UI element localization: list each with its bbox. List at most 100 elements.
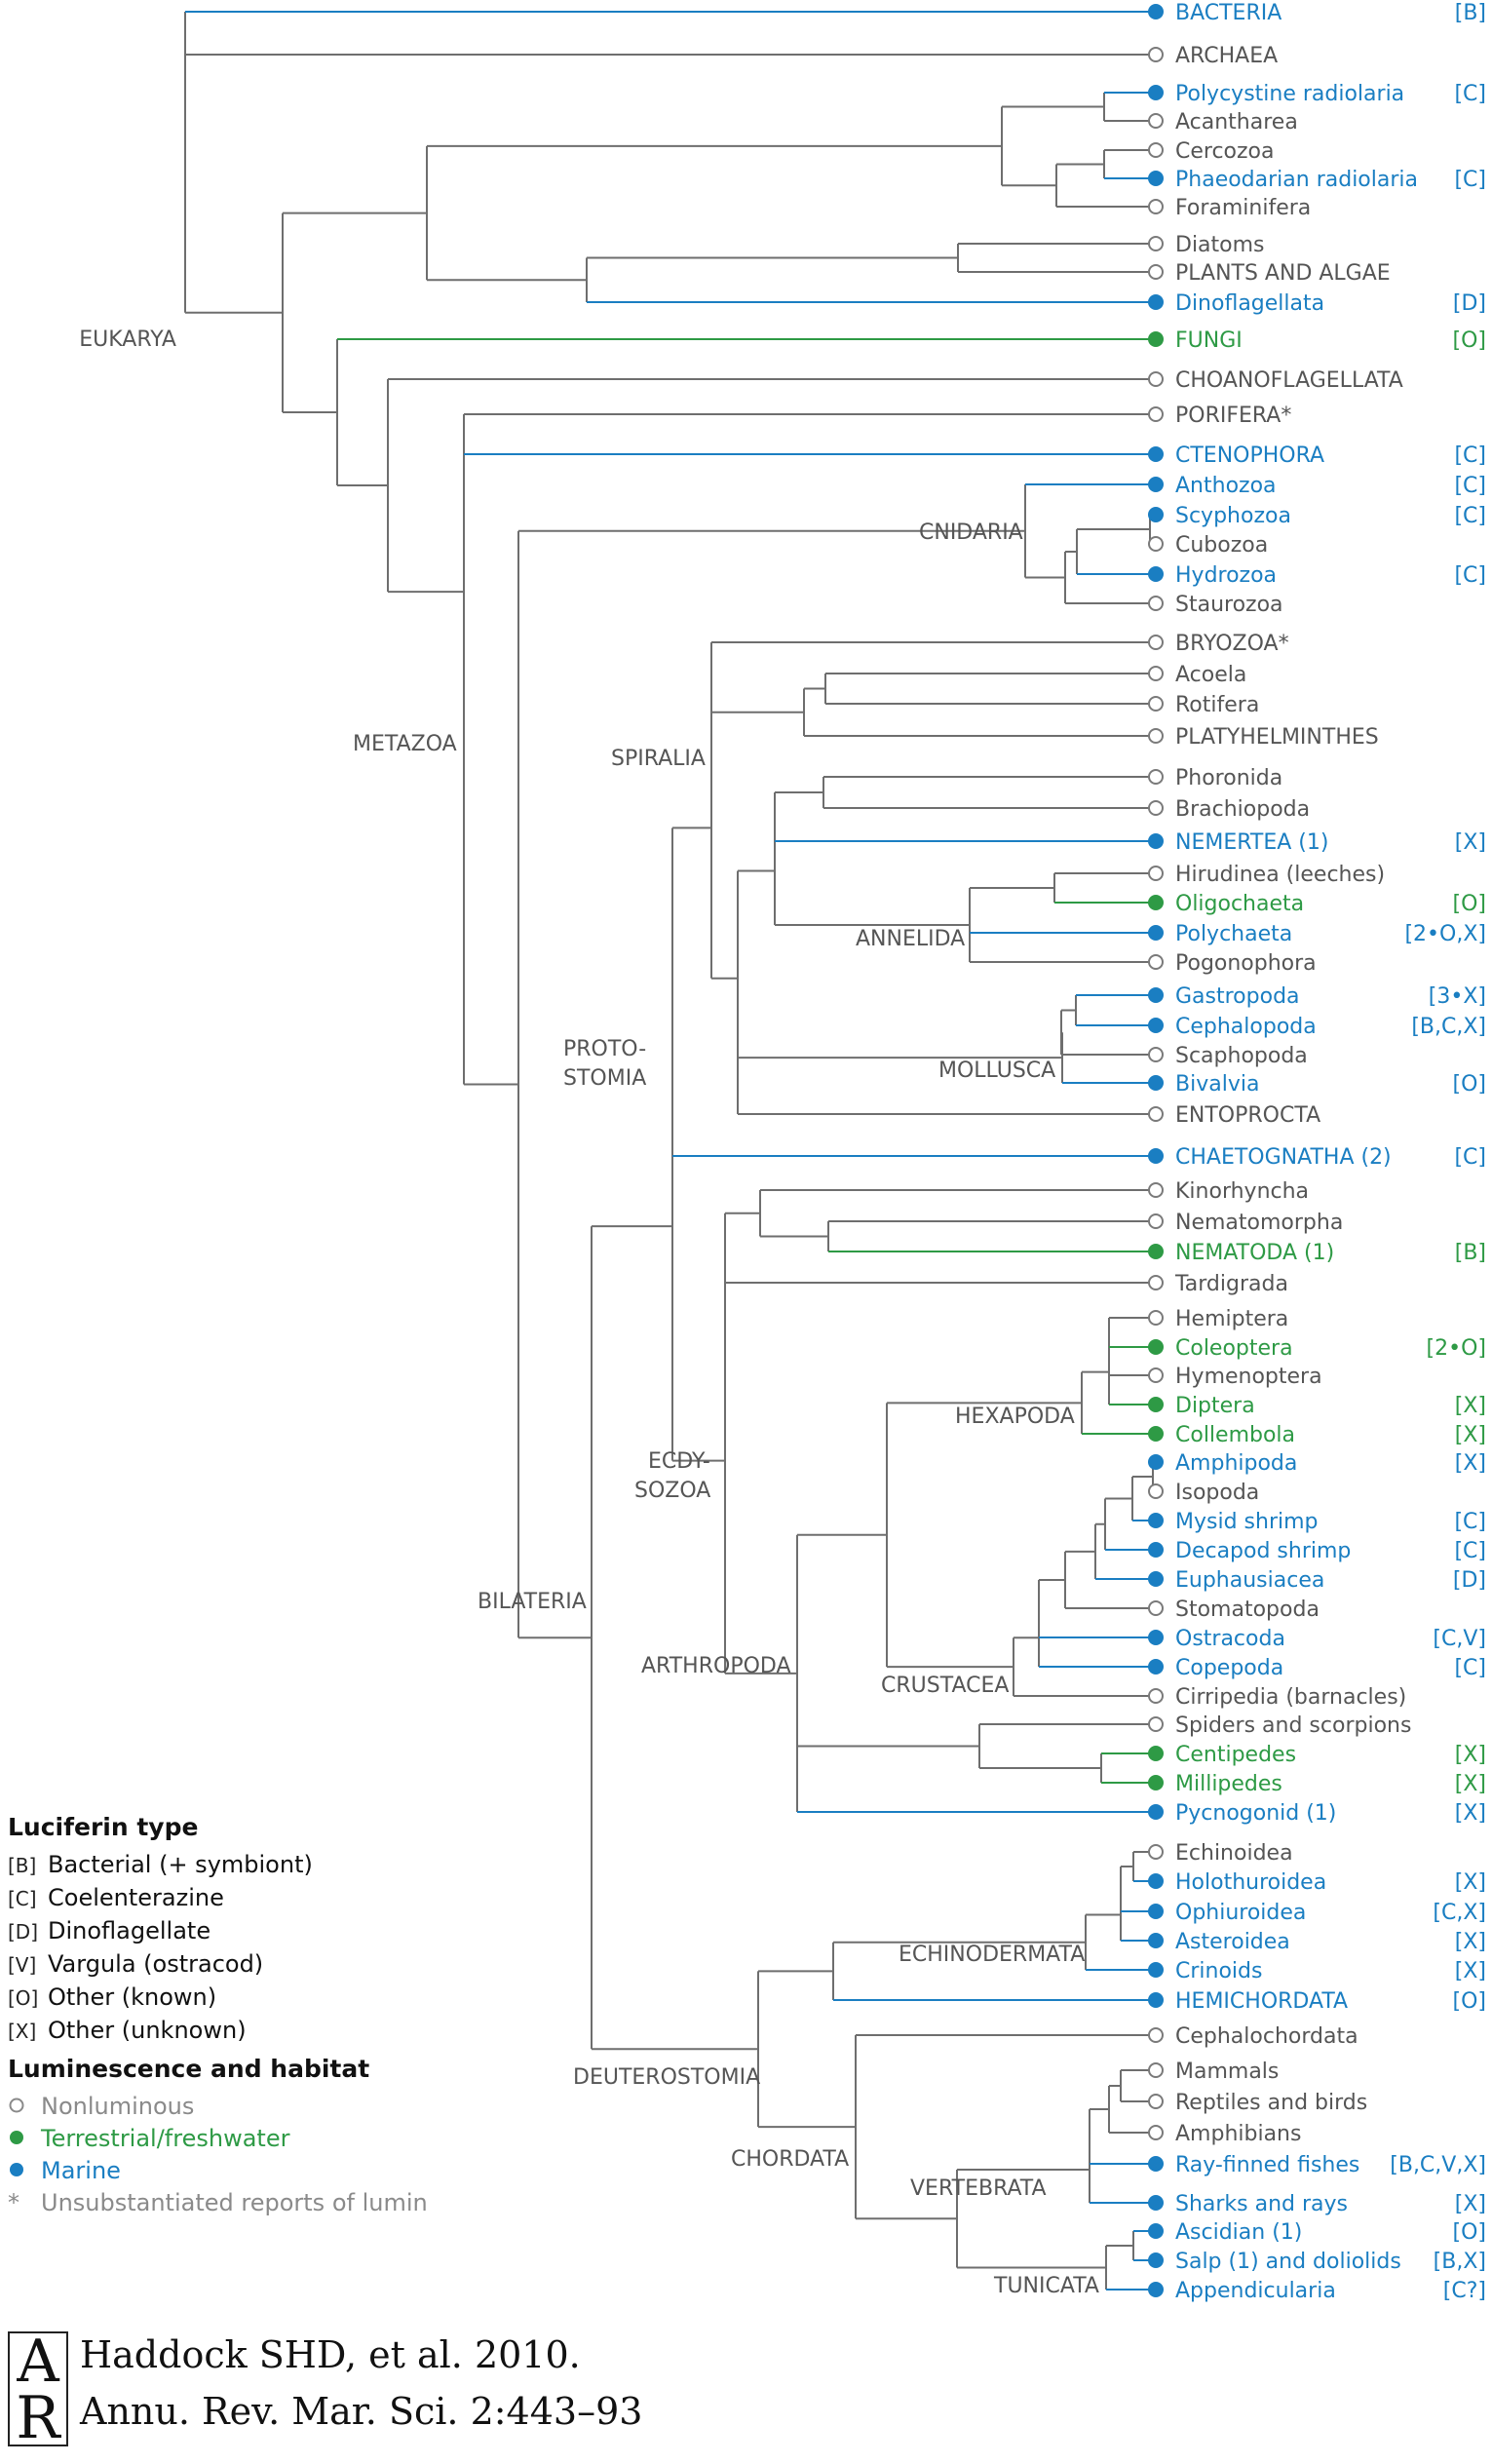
- nonluminous-circle-icon: [1148, 47, 1164, 62]
- legend-row-terrestrial: Terrestrial/freshwater: [8, 2123, 428, 2155]
- taxon-label-nematoda-1: NEMATODA (1): [1175, 1241, 1334, 1265]
- taxon-label-entoprocta: ENTOPROCTA: [1175, 1103, 1320, 1128]
- nonluminous-circle-icon: [1148, 1182, 1164, 1198]
- legend-row-other-known: [O]Other (known): [8, 1983, 217, 2011]
- taxon-label-spiders-and-scorpions: Spiders and scorpions: [1175, 1713, 1411, 1738]
- clade-label-cnidaria: CNIDARIA: [919, 520, 1023, 545]
- marine-dot-icon: [1148, 507, 1164, 522]
- marine-dot-icon: [1148, 85, 1164, 100]
- clade-label-hexapoda: HEXAPODA: [955, 1405, 1075, 1429]
- luciferin-code: [X]: [1455, 1801, 1486, 1826]
- marine-dot-icon: [1148, 2156, 1164, 2172]
- clade-label-annelida: ANNELIDA: [856, 927, 965, 951]
- taxon-label-decapod-shrimp: Decapod shrimp: [1175, 1539, 1351, 1563]
- taxon-label-nemertea-1: NEMERTEA (1): [1175, 830, 1328, 855]
- marine-dot-icon: [1148, 1542, 1164, 1558]
- luciferin-code: [B]: [1455, 1241, 1486, 1265]
- terrestrial-dot-icon: [1148, 1244, 1164, 1259]
- marine-dot-icon: [1148, 987, 1164, 1003]
- taxon-label-collembola: Collembola: [1175, 1423, 1295, 1447]
- clade-label-tunicata: TUNICATA: [993, 2274, 1099, 2298]
- nonluminous-circle-icon: [1148, 596, 1164, 611]
- taxon-label-tardigrada: Tardigrada: [1174, 1272, 1288, 1296]
- nonluminous-circle-icon: [1148, 2094, 1164, 2109]
- luciferin-code: [X]: [1455, 1451, 1486, 1476]
- taxon-label-choanoflagellata: CHOANOFLAGELLATA: [1175, 368, 1403, 393]
- marine-dot-icon: [1148, 2195, 1164, 2211]
- nonluminous-circle-icon: [1148, 199, 1164, 214]
- taxon-label-cercozoa: Cercozoa: [1175, 139, 1275, 164]
- luciferin-code: [D]: [1453, 1568, 1486, 1593]
- luciferin-code: [B]: [1455, 1, 1486, 25]
- legend-row-vargula: [V]Vargula (ostracod): [8, 1950, 264, 1978]
- taxon-label-kinorhyncha: Kinorhyncha: [1175, 1179, 1309, 1204]
- taxon-label-bacteria: BACTERIA: [1175, 1, 1282, 25]
- taxon-label-ascidian-1: Ascidian (1): [1175, 2220, 1302, 2245]
- luciferin-code: [O]: [1453, 2220, 1486, 2245]
- marine-dot-icon: [1148, 1933, 1164, 1948]
- legend-row-other-unknown: [X]Other (unknown): [8, 2017, 247, 2044]
- marine-dot-icon: [1148, 1962, 1164, 1978]
- marine-dot-icon: [1148, 294, 1164, 310]
- habitat-legend: Luminescence and habitat Nonluminous Ter…: [8, 2055, 428, 2219]
- luciferin-code: [2•O]: [1427, 1336, 1486, 1361]
- nonluminous-circle-icon: [1148, 1844, 1164, 1860]
- taxon-label-isopoda: Isopoda: [1175, 1481, 1259, 1505]
- nonluminous-circle-icon: [1148, 142, 1164, 158]
- legend-row-marine: Marine: [8, 2155, 428, 2187]
- luciferin-code: [X]: [1455, 1930, 1486, 1954]
- luciferin-code: [C]: [1454, 1539, 1486, 1563]
- luciferin-code: [X]: [1455, 2192, 1486, 2216]
- luciferin-code: [O]: [1453, 328, 1486, 353]
- nonluminous-circle-icon: [1148, 2125, 1164, 2140]
- marine-dot-icon: [1148, 925, 1164, 941]
- open-circle-icon: [8, 2091, 41, 2123]
- nonluminous-circle-icon: [1148, 800, 1164, 816]
- taxon-label-millipedes: Millipedes: [1175, 1772, 1282, 1796]
- luciferin-code: [C]: [1454, 474, 1486, 498]
- luciferin-code: [C]: [1454, 504, 1486, 528]
- luciferin-code: [X]: [1455, 1394, 1486, 1418]
- clade-label-eukarya: EUKARYA: [79, 327, 176, 352]
- nonluminous-circle-icon: [1148, 2027, 1164, 2043]
- taxon-label-rotifera: Rotifera: [1175, 693, 1259, 717]
- nonluminous-circle-icon: [1148, 1310, 1164, 1326]
- nonluminous-circle-icon: [1148, 1688, 1164, 1704]
- taxon-label-bivalvia: Bivalvia: [1175, 1072, 1259, 1097]
- clade-label-metazoa: METAZOA: [353, 732, 457, 756]
- green-dot-icon: [8, 2123, 41, 2155]
- taxon-label-platyhelminthes: PLATYHELMINTHES: [1175, 725, 1379, 750]
- nonluminous-circle-icon: [1148, 1483, 1164, 1499]
- taxon-label-holothuroidea: Holothuroidea: [1175, 1870, 1326, 1895]
- marine-dot-icon: [1148, 4, 1164, 19]
- marine-dot-icon: [1148, 1454, 1164, 1470]
- taxon-label-anthozoa: Anthozoa: [1175, 474, 1277, 498]
- taxon-label-staurozoa: Staurozoa: [1175, 593, 1283, 617]
- luciferin-code: [3•X]: [1429, 984, 1486, 1009]
- taxon-label-hydrozoa: Hydrozoa: [1175, 563, 1277, 588]
- luciferin-code: [B,C,V,X]: [1390, 2153, 1486, 2177]
- taxon-label-amphipoda: Amphipoda: [1175, 1451, 1297, 1476]
- luciferin-code: [D]: [1453, 291, 1486, 316]
- taxon-label-scaphopoda: Scaphopoda: [1175, 1044, 1308, 1068]
- luciferin-code: [C]: [1454, 1145, 1486, 1170]
- clade-label-ecdysozoa-2: SOZOA: [634, 1479, 710, 1503]
- asterisk-icon: *: [8, 2189, 19, 2216]
- taxon-label-mysid-shrimp: Mysid shrimp: [1175, 1510, 1319, 1534]
- luciferin-code: [O]: [1453, 1989, 1486, 2014]
- legend-row-dinoflagellate: [D]Dinoflagellate: [8, 1917, 211, 1944]
- clade-label-chordata: CHORDATA: [731, 2147, 849, 2172]
- terrestrial-dot-icon: [1148, 1339, 1164, 1355]
- marine-dot-icon: [1148, 1630, 1164, 1645]
- clade-label-vertebrata: VERTEBRATA: [910, 2176, 1047, 2201]
- clade-label-protostomia-2: STOMIA: [563, 1066, 646, 1091]
- taxon-label-bryozoa: BRYOZOA*: [1175, 632, 1289, 656]
- luciferin-code: [C,V]: [1433, 1627, 1486, 1651]
- marine-dot-icon: [1148, 1075, 1164, 1091]
- clade-label-crustacea: CRUSTACEA: [881, 1674, 1009, 1698]
- luciferin-legend-title: Luciferin type: [8, 1813, 199, 1841]
- luciferin-code: [X]: [1455, 1870, 1486, 1895]
- clade-label-mollusca: MOLLUSCA: [938, 1059, 1055, 1083]
- taxon-label-hemichordata: HEMICHORDATA: [1175, 1989, 1348, 2014]
